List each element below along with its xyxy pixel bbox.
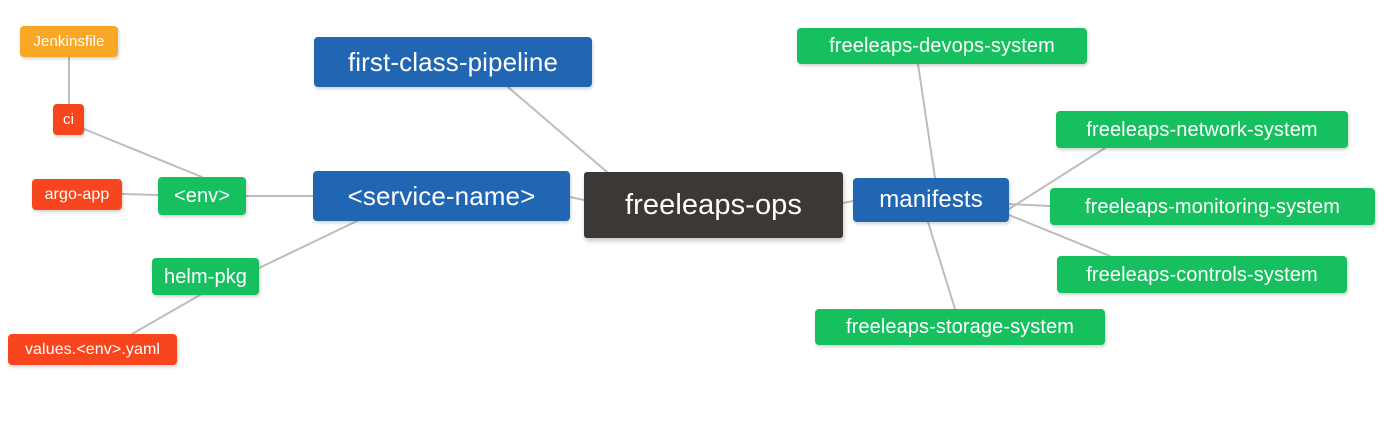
edge-service-name-to-helm-pkg	[258, 220, 358, 269]
node-label-service-name: <service-name>	[347, 181, 536, 211]
edge-manifests-to-freeleaps-storage-system	[927, 221, 956, 310]
node-freeleaps-network-system[interactable]: freeleaps-network-system	[1056, 111, 1348, 148]
node-ci[interactable]: ci	[53, 104, 84, 135]
edge-manifests-to-freeleaps-monitoring-system	[1008, 203, 1051, 207]
node-helm-pkg[interactable]: helm-pkg	[152, 258, 259, 295]
node-label-jenkinsfile: Jenkinsfile	[33, 33, 105, 50]
node-label-env: <env>	[173, 185, 231, 207]
node-freeleaps-monitoring-system[interactable]: freeleaps-monitoring-system	[1050, 188, 1375, 225]
node-freeleaps-controls-system[interactable]: freeleaps-controls-system	[1057, 256, 1347, 293]
node-label-freeleaps-monitoring-system: freeleaps-monitoring-system	[1084, 195, 1340, 218]
node-jenkinsfile[interactable]: Jenkinsfile	[20, 26, 118, 57]
edge-freeleaps-ops-to-service-name	[569, 196, 585, 201]
node-env[interactable]: <env>	[158, 177, 246, 215]
node-freeleaps-storage-system[interactable]: freeleaps-storage-system	[815, 309, 1105, 345]
edge-freeleaps-ops-to-first-class-pipeline	[507, 86, 608, 173]
edge-helm-pkg-to-values-env-yaml	[131, 294, 201, 335]
node-freeleaps-devops-system[interactable]: freeleaps-devops-system	[797, 28, 1087, 64]
node-label-freeleaps-ops: freeleaps-ops	[624, 188, 802, 221]
edge-freeleaps-ops-to-manifests	[842, 200, 854, 204]
node-label-first-class-pipeline: first-class-pipeline	[347, 47, 559, 77]
node-label-manifests: manifests	[879, 186, 983, 213]
edge-env-to-ci	[83, 128, 203, 178]
node-values-env-yaml[interactable]: values.<env>.yaml	[8, 334, 177, 365]
node-label-ci: ci	[62, 111, 75, 128]
node-label-freeleaps-network-system: freeleaps-network-system	[1086, 118, 1318, 141]
node-argo-app[interactable]: argo-app	[32, 179, 122, 210]
edge-manifests-to-freeleaps-devops-system	[917, 63, 936, 179]
node-label-values-env-yaml: values.<env>.yaml	[24, 340, 161, 358]
edge-env-to-argo-app	[121, 193, 159, 196]
node-label-freeleaps-devops-system: freeleaps-devops-system	[829, 35, 1055, 57]
node-freeleaps-ops[interactable]: freeleaps-ops	[584, 172, 843, 238]
node-label-freeleaps-storage-system: freeleaps-storage-system	[845, 316, 1075, 338]
node-label-helm-pkg: helm-pkg	[163, 265, 248, 288]
node-label-freeleaps-controls-system: freeleaps-controls-system	[1086, 263, 1318, 286]
node-manifests[interactable]: manifests	[853, 178, 1009, 222]
node-first-class-pipeline[interactable]: first-class-pipeline	[314, 37, 592, 87]
node-label-argo-app: argo-app	[44, 185, 110, 203]
node-service-name[interactable]: <service-name>	[313, 171, 570, 221]
